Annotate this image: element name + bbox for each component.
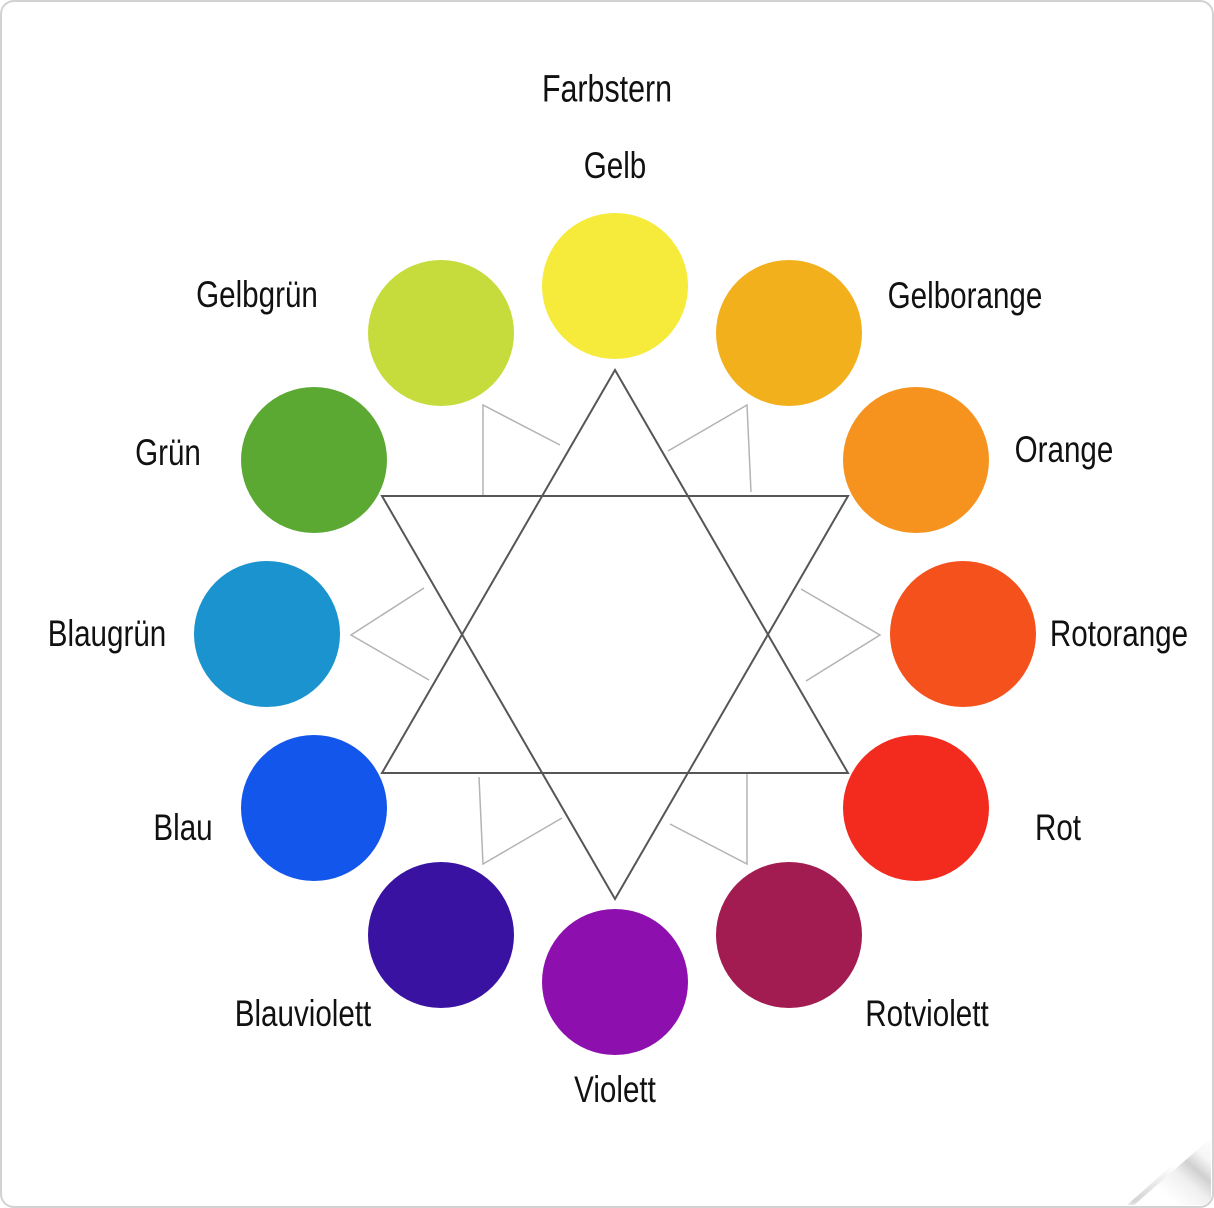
color-swatch-5: [716, 862, 862, 1009]
color-label-2: Orange: [1015, 429, 1114, 470]
color-swatch-0: [542, 213, 688, 359]
star-point-gelborange: [667, 403, 752, 493]
page-title: Farbstern: [541, 68, 673, 111]
color-swatch-9: [194, 561, 340, 707]
color-label-1: Gelborange: [887, 274, 1043, 316]
color-label-3: Rotorange: [1049, 613, 1189, 654]
color-swatch-2: [843, 387, 990, 533]
page-curl-decoration: [1131, 1135, 1211, 1205]
tertiary-star-points: [349, 403, 882, 866]
color-label-6: Violett: [574, 1069, 656, 1110]
color-swatch-4: [843, 735, 990, 881]
color-swatch-7: [368, 862, 514, 1009]
star-point-gelbgruen: [482, 403, 561, 496]
secondary-triangle: [380, 495, 850, 901]
color-swatch-11: [368, 259, 514, 406]
color-swatch-10: [240, 387, 387, 533]
color-label-8: Blau: [152, 807, 213, 848]
primary-triangle: [380, 368, 850, 774]
color-label-7: Blauviolett: [234, 993, 372, 1035]
star-point-rotorange: [800, 588, 882, 682]
color-label-0: Gelb: [583, 145, 647, 186]
color-swatch-6: [542, 909, 688, 1055]
color-label-5: Rotviolett: [865, 993, 989, 1035]
color-label-10: Grün: [134, 432, 201, 473]
color-swatch-8: [240, 735, 387, 881]
star-point-blaugruen: [349, 587, 430, 681]
color-swatch-3: [890, 561, 1036, 707]
color-label-4: Rot: [1035, 807, 1082, 848]
star-point-rotviolett: [669, 773, 748, 866]
color-swatch-1: [716, 259, 862, 406]
color-label-9: Blaugrün: [47, 613, 167, 654]
color-label-11: Gelbgrün: [196, 273, 318, 315]
star-point-blauviolett: [478, 776, 563, 866]
